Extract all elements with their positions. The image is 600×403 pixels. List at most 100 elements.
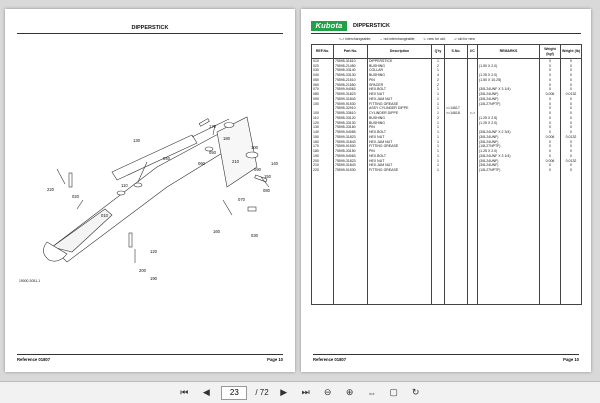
leader-line xyxy=(212,124,216,136)
rotate-icon[interactable]: ↻ xyxy=(411,387,420,397)
table-cell: 0 xyxy=(560,68,582,74)
dipperstick-upper-plate xyxy=(216,116,258,188)
parts-table: REF.No. Part No. Description Q'ty S.No. … xyxy=(311,44,582,306)
dipperstick-lower-arm xyxy=(51,208,113,253)
cylinder-body xyxy=(111,134,198,181)
callout-label: 040 xyxy=(163,156,171,161)
right-page: Kubota DIPPERSTICK <-> interchangeable; … xyxy=(301,9,591,372)
table-cell: 0 xyxy=(560,77,582,83)
table-cell xyxy=(560,172,582,306)
column-header: Weight (lb) xyxy=(560,44,582,59)
table-cell: 0.0132 xyxy=(560,158,582,164)
callout-label: 170 xyxy=(209,124,217,129)
table-cell xyxy=(333,172,368,306)
callout-label: 090 xyxy=(254,167,262,172)
dipperstick-bucket-end xyxy=(43,241,68,262)
table-cell: 0 xyxy=(560,125,582,131)
callout-label: 210 xyxy=(232,159,240,164)
legend-item: -> old for new xyxy=(453,37,475,41)
table-cell: 0 xyxy=(560,111,582,116)
page-title: DIPPERSTICK xyxy=(353,23,390,29)
table-cell: 0.0132 xyxy=(560,92,582,97)
column-header: Part No. xyxy=(333,44,368,59)
leader-line xyxy=(76,199,84,210)
pdf-viewer-toolbar: ⏮ ◀ / 72 ▶ ⏭ ⊖ ⊕ ⇔ ▢ ↻ xyxy=(0,381,600,403)
page-number-label: Page 10 xyxy=(563,357,579,362)
table-cell xyxy=(444,172,468,306)
bolt-shape xyxy=(198,118,210,127)
bushing-shape xyxy=(133,182,143,188)
pin-shape xyxy=(223,122,235,128)
last-page-icon[interactable]: ⏭ xyxy=(301,387,310,397)
next-page-icon[interactable]: ▶ xyxy=(280,387,288,397)
table-cell: 0 xyxy=(560,73,582,78)
zoom-in-icon[interactable]: ⊕ xyxy=(345,387,354,397)
table-cell: 0 xyxy=(560,130,582,135)
callout-label: 130 xyxy=(133,138,141,143)
page-footer: Reference 01807 Page 10 xyxy=(313,354,579,362)
page-number-label: Page 10 xyxy=(267,357,283,362)
leader-line xyxy=(222,199,233,216)
page-total-label: / 72 xyxy=(255,388,269,397)
interchangeability-legend: <-> interchangeable; → not interchangeab… xyxy=(339,37,475,41)
callout-label: 220 xyxy=(47,187,55,192)
legend-item: <-> interchangeable; xyxy=(339,37,372,41)
table-cell: 0.0132 xyxy=(560,134,582,140)
table-filler-row xyxy=(311,172,582,306)
legend-item: → not interchangeable; xyxy=(379,37,416,41)
column-header: I/C xyxy=(467,44,478,59)
callout-label: 150 xyxy=(264,174,272,179)
kubota-logo: Kubota xyxy=(311,21,347,31)
callout-label: 050 xyxy=(209,150,217,155)
callout-label: 010 xyxy=(101,213,109,218)
column-header: REMARKS xyxy=(477,44,540,59)
callout-label: 070 xyxy=(238,197,246,202)
exploded-parts-diagram: 170 130 050 100 180 060 040 210 140 090 … xyxy=(43,116,279,281)
callout-label: 110 xyxy=(121,183,128,188)
table-header-row: REF.No. Part No. Description Q'ty S.No. … xyxy=(311,44,582,59)
reference-label: Reference 01807 xyxy=(17,357,51,362)
table-cell xyxy=(539,172,561,306)
prev-page-icon[interactable]: ◀ xyxy=(202,387,210,397)
column-header: Weight (kgf) xyxy=(539,44,561,59)
page-number-input[interactable] xyxy=(221,385,248,400)
callout-label: 160 xyxy=(213,229,221,234)
column-header: S.No. xyxy=(444,44,468,59)
legend-item: <- new for old; xyxy=(423,37,446,41)
table-cell: 0 xyxy=(560,120,582,126)
diagram-code: 19000-3051-1 xyxy=(19,279,41,283)
table-cell xyxy=(367,172,432,306)
table-cell: 0 xyxy=(560,82,582,88)
table-cell: 0 xyxy=(560,168,582,173)
page-footer: Reference 01807 Page 10 xyxy=(17,354,283,362)
fit-width-icon[interactable]: ⇔ xyxy=(367,387,377,398)
cylinder-rod xyxy=(191,118,230,138)
table-cell: 0 xyxy=(560,58,582,64)
bolt-shape xyxy=(68,172,73,188)
callout-label: 200 xyxy=(139,268,147,273)
first-page-icon[interactable]: ⏮ xyxy=(180,387,189,397)
zoom-out-icon[interactable]: ⊖ xyxy=(323,387,332,397)
fit-page-icon[interactable]: ▢ xyxy=(389,387,398,397)
table-cell: 0 xyxy=(560,63,582,69)
callout-label: 140 xyxy=(271,161,279,166)
page-title: DIPPERSTICK xyxy=(17,25,283,34)
column-header: Description xyxy=(367,44,432,59)
callout-label: 190 xyxy=(150,276,158,281)
